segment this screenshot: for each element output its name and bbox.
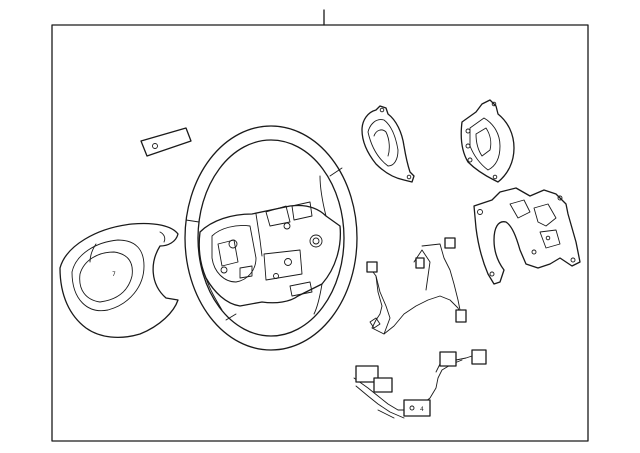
clockspring-wire-harness: 4 [353, 349, 487, 419]
left-switch-module [361, 105, 415, 183]
switch-wire-harness [366, 237, 467, 335]
right-switch-module [460, 99, 515, 183]
mounting-bracket [473, 187, 581, 285]
svg-text:7: 7 [112, 271, 116, 278]
emblem-plate [140, 127, 192, 157]
steering-wheel [184, 125, 358, 351]
diagram-frame [51, 24, 589, 442]
svg-text:4: 4 [420, 406, 424, 413]
wheel-back-cover: 7 [59, 222, 179, 339]
